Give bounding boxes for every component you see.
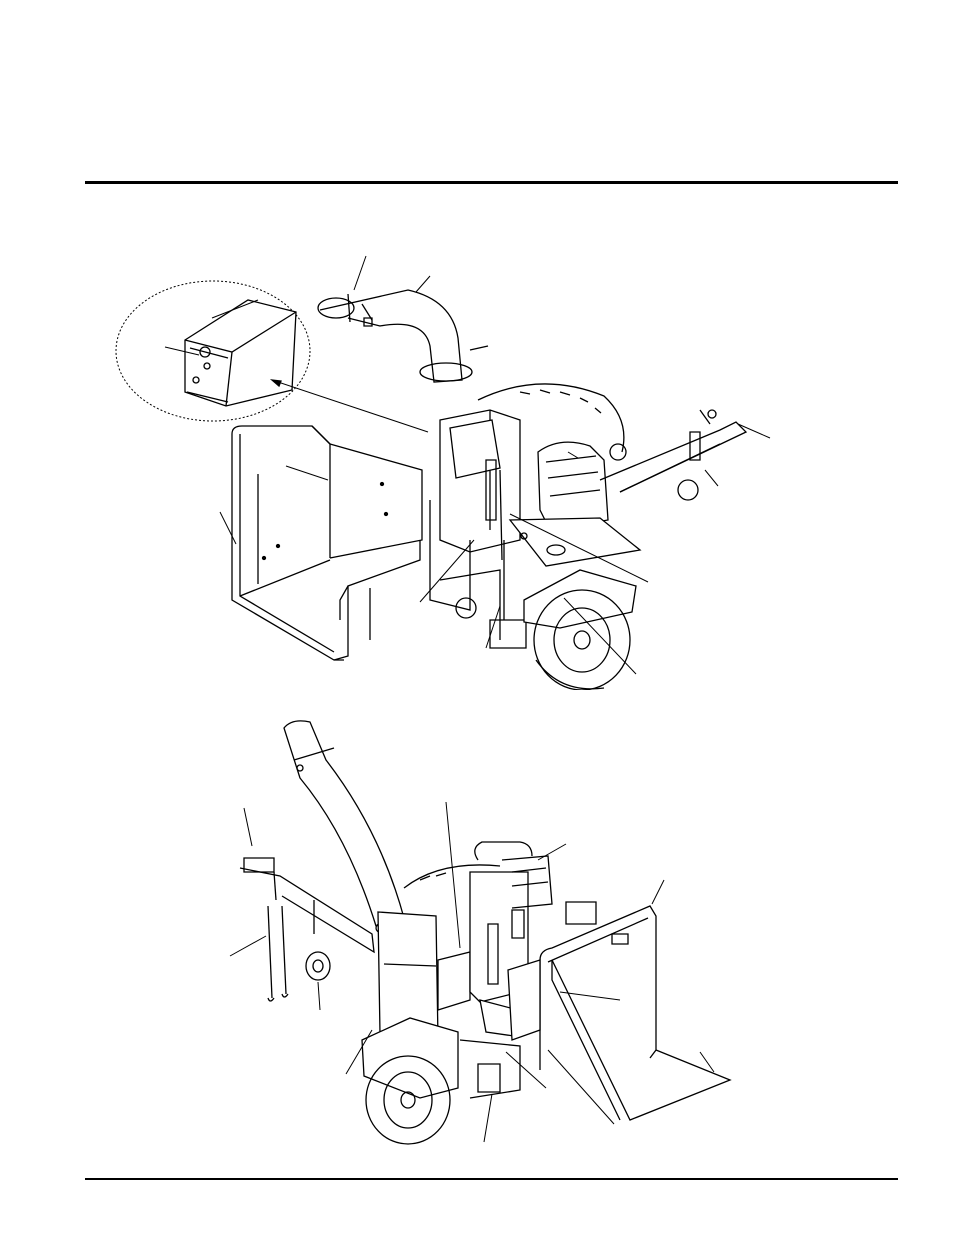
- tow-tongue: [230, 808, 374, 1010]
- wheel-assembly: [362, 1018, 458, 1144]
- chipper-front-view: [0, 715, 954, 1155]
- tow-tongue: [600, 410, 770, 500]
- footer-rule: [85, 1178, 898, 1180]
- engine: [538, 442, 626, 530]
- discharge-chute: [284, 721, 432, 938]
- chipper-body: [430, 410, 526, 648]
- chipper-rear-view: [0, 250, 954, 690]
- feed-hopper: [508, 880, 730, 1120]
- detail-inset: [116, 281, 310, 421]
- header-rule: [85, 181, 898, 184]
- discharge-chute: [318, 256, 488, 382]
- wheel-assembly: [524, 570, 636, 690]
- feed-hopper: [220, 426, 422, 660]
- engine: [475, 842, 566, 908]
